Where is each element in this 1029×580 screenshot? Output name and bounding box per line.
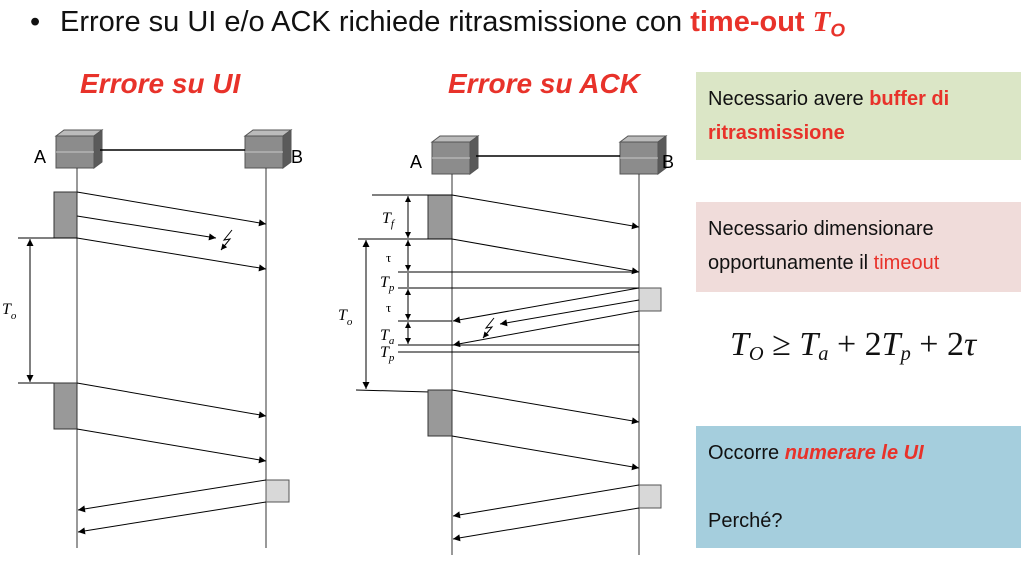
right-time-scale — [355, 194, 639, 393]
right-frame-1 — [427, 194, 453, 240]
numerare-note: Occorre numerare le UI Perché? — [696, 426, 1021, 548]
right-ack-arrow-4 — [452, 507, 640, 542]
right-ack-frame-2 — [638, 484, 662, 509]
right-tp1-label: Tp — [380, 274, 395, 294]
left-node-a-label: A — [34, 147, 46, 167]
right-tp2-label: Tp — [380, 344, 395, 364]
left-diagram-title: Errore su UI — [80, 68, 241, 99]
right-arrow-1b — [451, 238, 640, 275]
timeout-note-pre: Necessario dimensionare opportunamente i… — [708, 218, 934, 274]
left-ack-arrow-2 — [77, 501, 267, 535]
right-tf-label: Tf — [382, 210, 396, 230]
right-ack-frame-1 — [638, 287, 662, 312]
timeout-note-emph: timeout — [873, 252, 940, 274]
left-ack-frame — [265, 479, 290, 503]
right-arrow-1a — [451, 194, 640, 230]
left-frame-1 — [53, 191, 78, 239]
buffer-note: Necessario avere buffer di ritrasmission… — [696, 72, 1021, 160]
numerare-note-pre: Occorre — [708, 442, 785, 464]
buffer-note-emph: buffer di ritrasmissione — [708, 88, 950, 144]
perche-text: Perché? — [708, 510, 783, 532]
right-arrow-2b — [451, 435, 640, 471]
right-node-a-icon — [430, 135, 480, 175]
right-diagram: A B Tf τ Tp τ Ta Tp To — [338, 135, 674, 555]
right-ack-arrow-lost — [499, 299, 640, 327]
header-bullet-line: • Errore su UI e/o ACK richiede ritrasmis… — [30, 6, 845, 42]
right-tau1-label: τ — [386, 250, 391, 265]
right-frame-2 — [427, 389, 453, 437]
right-ack-arrow-1 — [452, 287, 640, 324]
right-ta-label: Ta — [380, 327, 395, 347]
left-node-b-label: B — [291, 147, 303, 167]
header-emph: time-out — [690, 6, 813, 38]
right-node-a-label: A — [410, 152, 422, 172]
left-node-b-icon — [243, 129, 293, 169]
right-to-label: To — [338, 307, 353, 328]
timeout-formula: TO ≥ Ta + 2Tp + 2τ — [730, 326, 977, 366]
right-diagram-title: Errore su ACK — [448, 68, 640, 99]
left-to-label: To — [2, 301, 17, 322]
right-tau2-label: τ — [386, 300, 391, 315]
left-arrow-1a — [76, 191, 267, 227]
left-arrow-lost — [76, 215, 217, 241]
right-arrow-2a — [451, 389, 640, 425]
header-text: Errore su UI e/o ACK richiede ritrasmiss… — [60, 6, 691, 38]
left-frame-2 — [53, 382, 78, 430]
left-node-a-icon — [54, 129, 104, 169]
numerare-note-emph: numerare le UI — [784, 442, 924, 464]
left-arrow-1b — [76, 237, 267, 272]
right-error-icon — [482, 317, 495, 339]
header-t-symbol: T — [812, 6, 831, 38]
right-ack-arrow-3 — [452, 484, 640, 519]
header-t-sub: O — [830, 19, 846, 41]
bullet-dot: • — [30, 6, 41, 38]
timeout-note: Necessario dimensionare opportunamente i… — [696, 202, 1021, 292]
right-node-b-icon — [618, 135, 668, 175]
left-arrow-2a — [76, 382, 267, 419]
buffer-note-pre: Necessario avere — [708, 88, 870, 110]
right-ack-arrow-2 — [452, 310, 640, 348]
left-error-icon — [220, 229, 233, 251]
left-diagram: A B To — [2, 129, 303, 548]
left-ack-arrow-1 — [77, 479, 267, 513]
right-node-b-label: B — [662, 152, 674, 172]
left-arrow-2b — [76, 428, 267, 464]
